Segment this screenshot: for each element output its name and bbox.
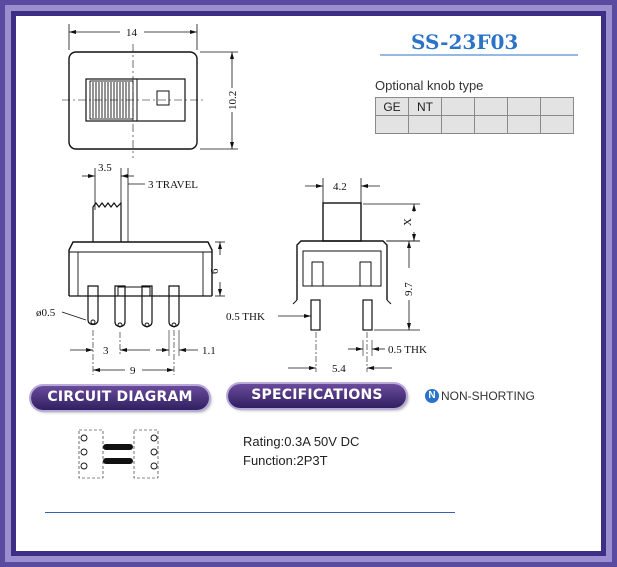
knob-cell (474, 97, 508, 116)
knob-cell (441, 97, 475, 116)
circuit-diagram-header: CIRCUIT DIAGRAM (31, 386, 209, 410)
dim-thk-left: 0.5 THK (226, 311, 265, 323)
front-view-drawing: 3.5 3 TRAVEL 6 ø0.5 (36, 162, 225, 377)
table-row (375, 115, 574, 134)
dim-top-width: 14 (126, 27, 138, 39)
spec-rating: Rating:0.3A 50V DC (243, 434, 360, 449)
non-shorting-icon: N (425, 389, 439, 403)
dim-top-height: 10.2 (227, 91, 239, 110)
knob-cell (507, 115, 541, 134)
specifications-label: SPECIFICATIONS (251, 387, 383, 403)
specifications-header: SPECIFICATIONS (228, 384, 406, 408)
dim-body-height: 6 (209, 268, 221, 274)
non-shorting-label: NON-SHORTING (441, 389, 535, 403)
knob-cell (540, 115, 574, 134)
knob-cell (375, 115, 409, 134)
knob-cell (507, 97, 541, 116)
dim-side-span: 5.4 (332, 363, 346, 375)
top-view-drawing: 14 10.2 (62, 24, 239, 158)
dim-pin-pitch: 3 (103, 345, 109, 357)
part-number-title: SS-23F03 (411, 30, 519, 54)
dim-knob-x: X (402, 218, 414, 226)
dim-side-height: 9.7 (403, 282, 415, 296)
bottom-divider (45, 512, 455, 513)
knob-cell (408, 115, 442, 134)
knob-cell (474, 115, 508, 134)
circuit-diagram (78, 429, 159, 479)
table-row: GE NT (375, 97, 574, 116)
dim-lever-pitch: 3.5 (98, 162, 112, 174)
dim-pin-span: 9 (130, 365, 136, 377)
knob-cell: NT (408, 97, 442, 116)
knob-type-table: GE NT (375, 97, 574, 134)
knob-cell: GE (375, 97, 409, 116)
dim-travel: 3 TRAVEL (148, 179, 198, 191)
dim-pin-width: 1.1 (202, 345, 216, 357)
dim-knob-width: 4.2 (333, 181, 347, 193)
knob-cell (441, 115, 475, 134)
dim-pin-diameter: ø0.5 (36, 307, 56, 319)
knob-cell (540, 97, 574, 116)
side-view-drawing: 4.2 X 9.7 0.5 THK 0.5 THK (226, 178, 427, 375)
circuit-diagram-label: CIRCUIT DIAGRAM (47, 389, 193, 405)
knob-type-heading: Optional knob type (375, 78, 484, 93)
dim-thk-right: 0.5 THK (388, 344, 427, 356)
spec-function: Function:2P3T (243, 453, 328, 468)
